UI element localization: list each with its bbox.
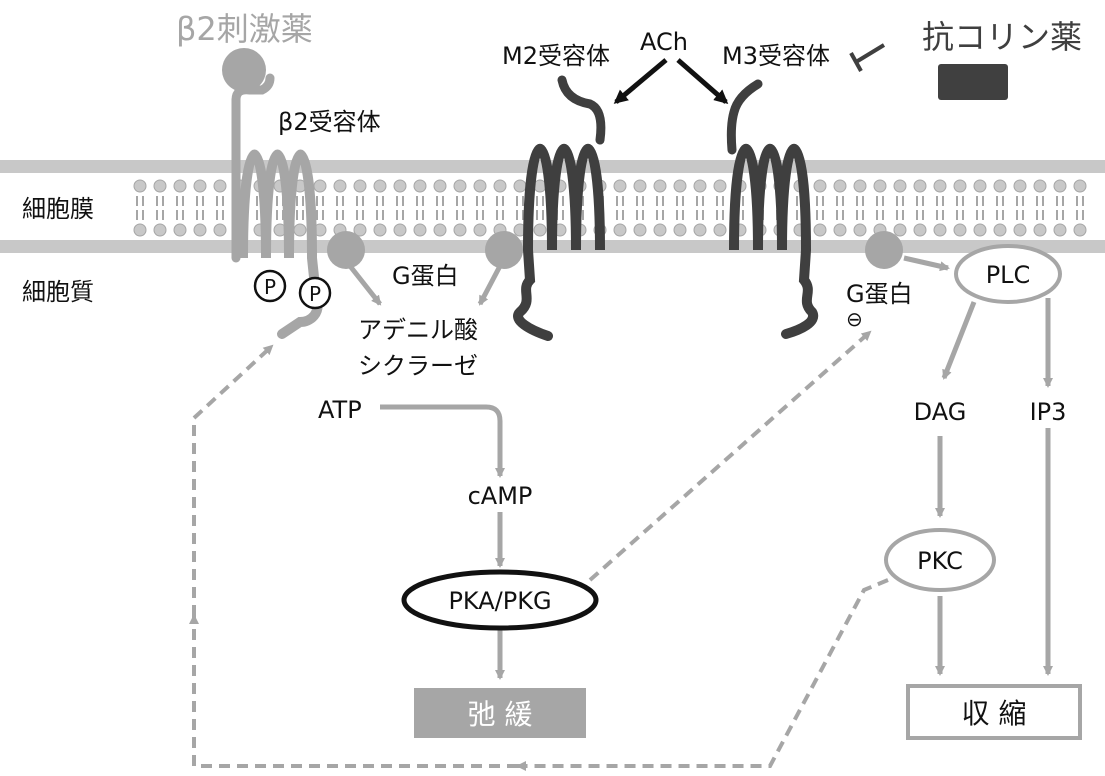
dashed-arrows xyxy=(189,330,889,771)
ach-label: ACh xyxy=(640,28,688,56)
cytoplasm-label: 細胞質 xyxy=(22,278,94,306)
pkc-oval xyxy=(884,528,996,592)
g-protein-circle-2 xyxy=(485,231,523,269)
membrane-label: 細胞膜 xyxy=(22,195,94,223)
contraction-box xyxy=(906,684,1082,740)
adenylate-cyclase-label-1: アデニル酸 xyxy=(358,316,478,344)
pka-pkg-oval xyxy=(401,569,599,631)
g-protein-label-right: G蛋白 xyxy=(846,280,913,308)
arrows xyxy=(348,43,1053,680)
beta2-agonist-label: β2刺激薬 xyxy=(176,10,313,48)
svg-text:P: P xyxy=(309,282,321,306)
anticholinergic-drug-block xyxy=(938,64,1008,100)
g-protein-label-left: G蛋白 xyxy=(392,262,459,290)
g-protein-circle-1 xyxy=(327,231,365,269)
m2-receptor-label: M2受容体 xyxy=(502,42,610,70)
beta2-agonist-ligand xyxy=(222,48,266,92)
anticholinergic-label: 抗コリン薬 xyxy=(922,18,1082,56)
phosphate-2: P xyxy=(298,276,332,310)
contraction-label: 収 縮 xyxy=(962,697,1027,730)
beta2-receptor xyxy=(231,73,323,339)
lipid-bilayer xyxy=(133,179,1087,237)
camp-label: cAMP xyxy=(468,482,533,510)
m3-receptor xyxy=(726,79,819,339)
pkc-label: PKC xyxy=(917,547,963,575)
plc-label: PLC xyxy=(986,261,1031,289)
atp-label: ATP xyxy=(318,396,362,424)
relaxation-label: 弛 緩 xyxy=(468,698,533,731)
pka-pkg-label: PKA/PKG xyxy=(448,587,551,615)
inhibition-mark: ⊖ xyxy=(846,307,863,331)
svg-text:P: P xyxy=(264,275,276,299)
m3-receptor-label: M3受容体 xyxy=(722,42,830,70)
relaxation-box xyxy=(414,688,586,738)
phosphate-1: P xyxy=(253,269,287,303)
beta2-receptor-label: β2受容体 xyxy=(278,108,381,136)
ip3-label: IP3 xyxy=(1030,398,1067,426)
plc-oval xyxy=(954,244,1062,304)
adenylate-cyclase-label-2: シクラーゼ xyxy=(358,352,478,380)
m2-receptor xyxy=(513,75,606,341)
dag-label: DAG xyxy=(914,398,967,426)
g-protein-circle-3 xyxy=(865,231,903,269)
